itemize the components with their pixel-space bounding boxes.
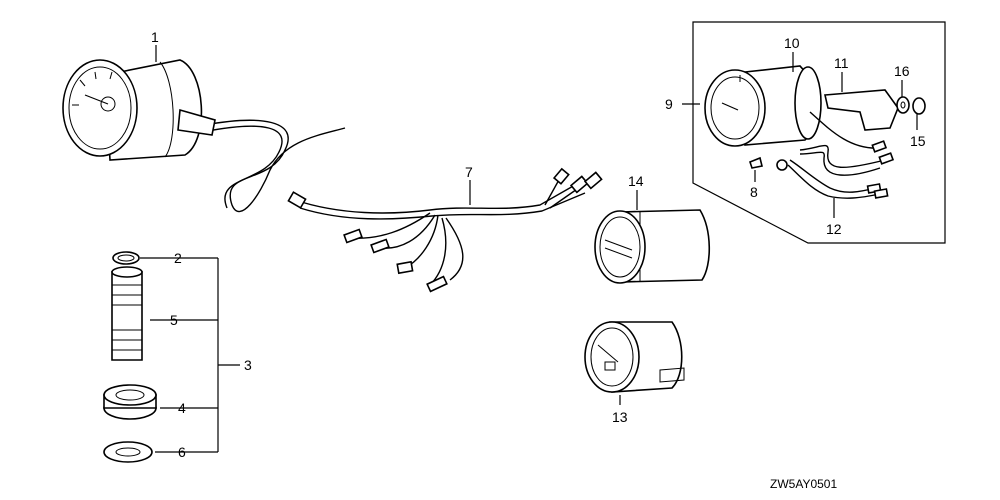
nut-part-4[interactable] bbox=[103, 384, 157, 420]
diagram-code: ZW5AY0501 bbox=[770, 477, 837, 491]
gauge-part-10[interactable] bbox=[704, 65, 822, 147]
callout-1: 1 bbox=[151, 29, 159, 45]
callout-8: 8 bbox=[750, 184, 758, 200]
wire-harness-part-7[interactable] bbox=[287, 167, 603, 293]
callout-4: 4 bbox=[178, 400, 186, 416]
callout-2: 2 bbox=[174, 250, 182, 266]
callout-6: 6 bbox=[178, 444, 186, 460]
set-bracket-part-3 bbox=[140, 257, 240, 453]
wire-part-12[interactable] bbox=[776, 111, 895, 199]
washer-part-6[interactable] bbox=[103, 441, 153, 463]
bracket-part-11[interactable] bbox=[824, 89, 899, 131]
gauge-part-14[interactable] bbox=[594, 209, 711, 284]
callout-14: 14 bbox=[628, 173, 644, 189]
callout-10: 10 bbox=[784, 35, 800, 51]
gauge-part-1[interactable] bbox=[62, 59, 346, 213]
callout-3: 3 bbox=[244, 357, 252, 373]
washer-part-16[interactable] bbox=[896, 96, 910, 114]
nut-part-15[interactable] bbox=[912, 97, 926, 115]
clip-part-8[interactable] bbox=[749, 156, 763, 169]
set-box-part-9 bbox=[692, 21, 946, 244]
sleeve-part-5[interactable] bbox=[111, 266, 143, 361]
callout-16: 16 bbox=[894, 63, 910, 79]
leader-lines bbox=[155, 45, 918, 405]
callout-labels: 1 2 3 4 5 6 7 8 9 10 11 12 13 14 15 16 Z… bbox=[151, 29, 926, 491]
callout-11: 11 bbox=[834, 55, 849, 71]
callout-15: 15 bbox=[910, 133, 926, 149]
o-ring-part-2[interactable] bbox=[112, 251, 140, 265]
callout-9: 9 bbox=[665, 96, 673, 112]
callout-7: 7 bbox=[465, 164, 473, 180]
gauge-part-13[interactable] bbox=[584, 321, 685, 393]
callout-12: 12 bbox=[826, 221, 842, 237]
callout-5: 5 bbox=[170, 312, 178, 328]
callout-13: 13 bbox=[612, 409, 628, 425]
